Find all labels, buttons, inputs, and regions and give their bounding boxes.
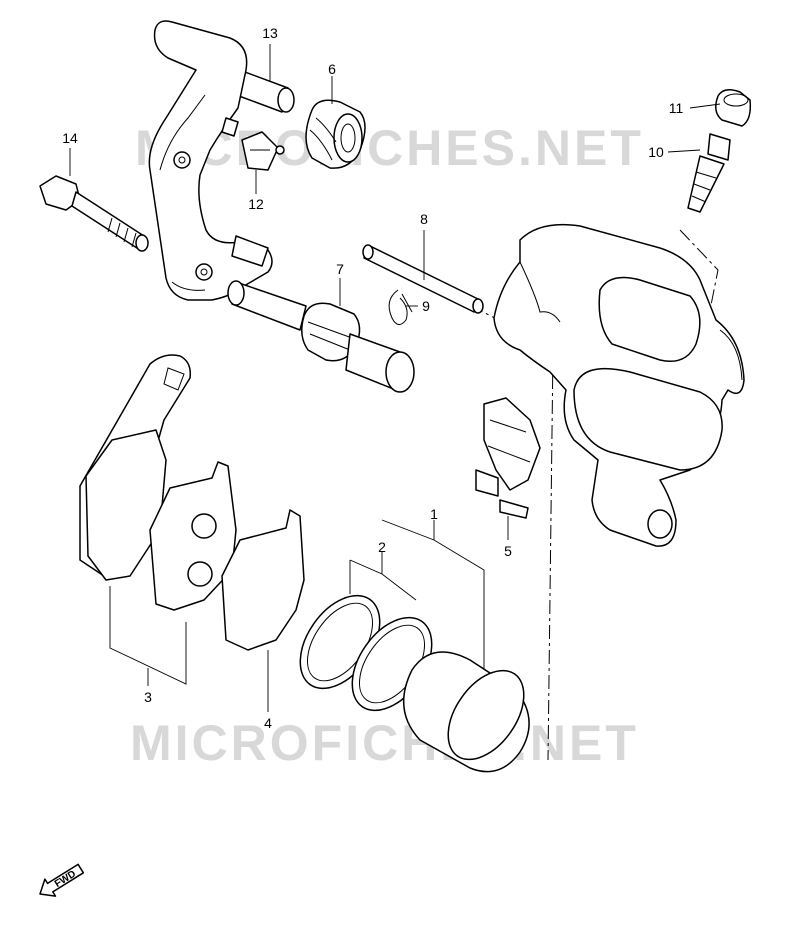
callout-9: 9	[422, 298, 430, 314]
callout-1: 1	[430, 506, 438, 522]
caliper-bracket	[148, 20, 273, 301]
callouts: 1 2 3 4 5 6 7 8 9 10 11 12 13 14	[62, 25, 683, 731]
part-3-pad-shim	[79, 354, 192, 581]
callout-3: 3	[144, 689, 152, 705]
part-14-bolt	[39, 175, 149, 252]
part-5-pad-spring	[475, 397, 541, 519]
callout-6: 6	[328, 61, 336, 77]
part-11-cap	[715, 89, 752, 127]
part-9-clip-pin	[388, 289, 413, 325]
part-8-pad-pin	[362, 244, 484, 314]
callout-11: 11	[669, 100, 684, 116]
caliper-body	[493, 223, 745, 547]
callout-5: 5	[504, 543, 512, 559]
callout-10: 10	[648, 144, 664, 160]
fwd-arrow-icon: FWD	[39, 863, 85, 897]
part-12-clip	[241, 131, 285, 171]
leader-lines	[69, 44, 721, 712]
callout-12: 12	[248, 196, 264, 212]
callout-13: 13	[262, 25, 278, 41]
callout-7: 7	[336, 261, 344, 277]
part-6-boot	[305, 99, 366, 169]
part-1-piston	[402, 651, 530, 773]
callout-8: 8	[420, 211, 428, 227]
callout-4: 4	[264, 715, 272, 731]
callout-14: 14	[62, 130, 78, 146]
callout-2: 2	[378, 539, 386, 555]
part-7-slide-pin	[227, 280, 415, 393]
part-4-pad	[149, 461, 305, 651]
part-10-bleeder	[687, 133, 731, 213]
watermark-bottom: MICROFICHES.NET	[130, 715, 639, 771]
